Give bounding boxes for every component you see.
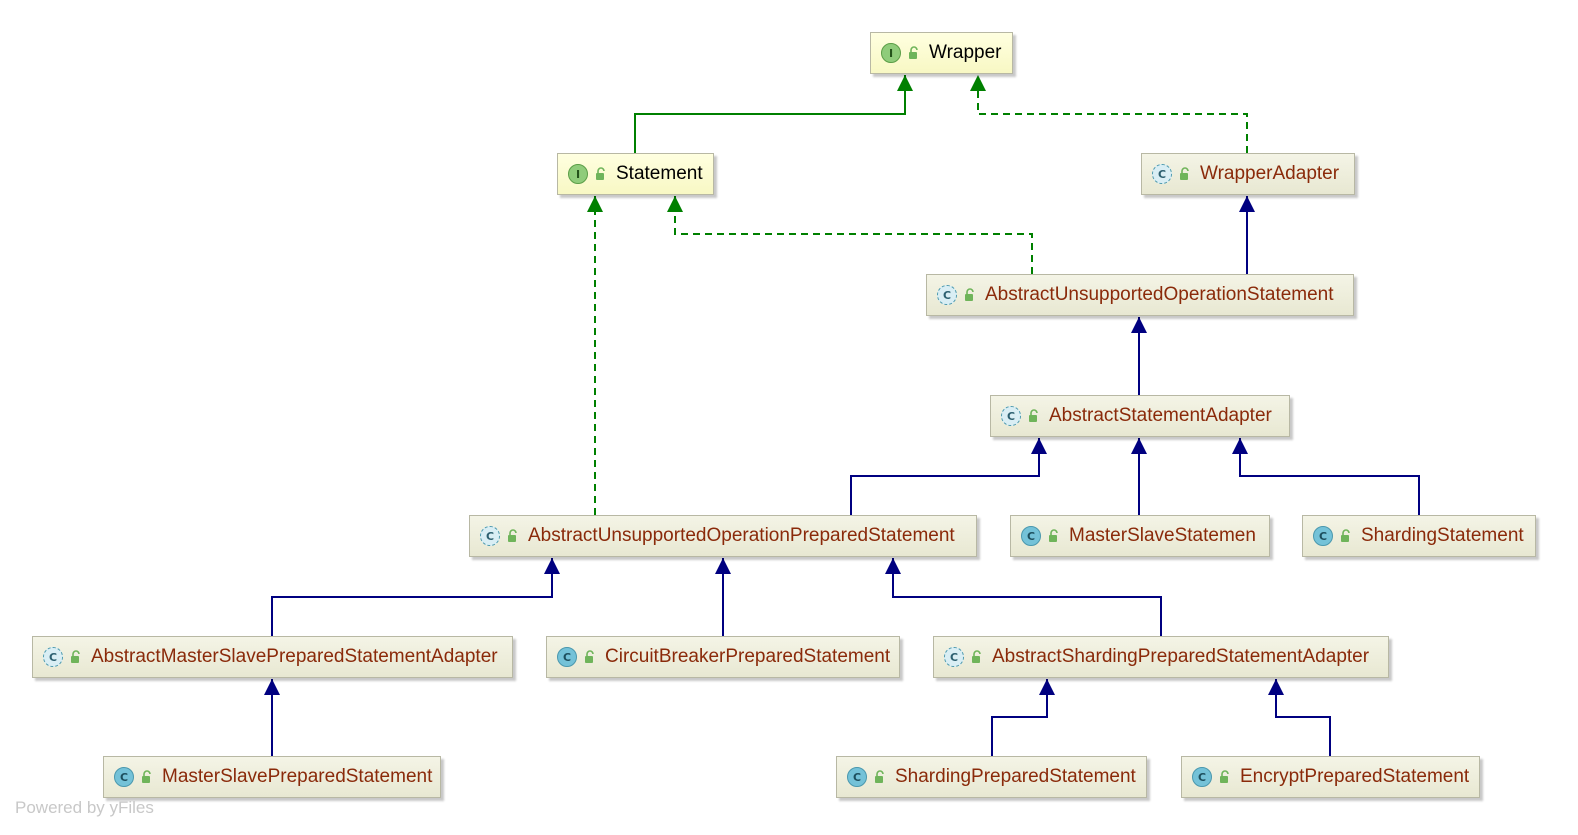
node-sharding-statement[interactable]: C ShardingStatement bbox=[1302, 515, 1536, 557]
watermark: Powered by yFiles bbox=[15, 798, 154, 817]
abstract-class-icon: C bbox=[43, 647, 63, 667]
public-access-icon bbox=[970, 650, 984, 664]
node-master-slave-prepared-statement[interactable]: C MasterSlavePreparedStatement bbox=[103, 756, 441, 798]
class-icon: C bbox=[1313, 526, 1333, 546]
class-icon: C bbox=[847, 767, 867, 787]
node-label: MasterSlavePreparedStatement bbox=[162, 766, 433, 787]
public-access-icon bbox=[1027, 409, 1041, 423]
class-icon: C bbox=[114, 767, 134, 787]
node-label: WrapperAdapter bbox=[1200, 163, 1340, 184]
edge-abstract-master-slave-prepared-statement-adapter-to-abstract-unsupported-operation-prepared-statement bbox=[271, 558, 560, 636]
node-abstract-master-slave-prepared-statement-adapter[interactable]: C AbstractMasterSlavePreparedStatementAda… bbox=[32, 636, 513, 678]
node-label: Wrapper bbox=[929, 42, 1002, 63]
public-access-icon bbox=[594, 167, 608, 181]
abstract-class-icon: C bbox=[944, 647, 964, 667]
node-master-slave-statement[interactable]: C MasterSlaveStatemen bbox=[1010, 515, 1270, 557]
node-sharding-prepared-statement[interactable]: C ShardingPreparedStatement bbox=[836, 756, 1147, 798]
public-access-icon bbox=[1218, 770, 1232, 784]
public-access-icon bbox=[1178, 167, 1192, 181]
class-icon: C bbox=[557, 647, 577, 667]
abstract-class-icon: C bbox=[937, 285, 957, 305]
edge-abstract-sharding-prepared-statement-adapter-to-abstract-unsupported-operation-prepared-statement bbox=[885, 558, 1162, 636]
edge-encrypt-prepared-statement-to-abstract-sharding-prepared-statement-adapter bbox=[1268, 679, 1331, 756]
edge-abstract-unsupported-operation-prepared-statement-to-abstract-statement-adapter bbox=[850, 438, 1047, 515]
node-label: EncryptPreparedStatement bbox=[1240, 766, 1470, 787]
node-wrapper[interactable]: I Wrapper bbox=[870, 32, 1013, 74]
node-abstract-unsupported-operation-statement[interactable]: C AbstractUnsupportedOperationStatement bbox=[926, 274, 1354, 316]
public-access-icon bbox=[1339, 529, 1353, 543]
node-label: ShardingPreparedStatement bbox=[895, 766, 1136, 787]
node-statement[interactable]: I Statement bbox=[557, 153, 714, 195]
edge-wrapper-adapter-to-wrapper bbox=[970, 75, 1248, 153]
node-label: Statement bbox=[616, 163, 703, 184]
public-access-icon bbox=[69, 650, 83, 664]
public-access-icon bbox=[583, 650, 597, 664]
node-label: MasterSlaveStatemen bbox=[1069, 525, 1256, 546]
node-abstract-statement-adapter[interactable]: C AbstractStatementAdapter bbox=[990, 395, 1290, 437]
interface-icon: I bbox=[568, 164, 588, 184]
edge-sharding-statement-to-abstract-statement-adapter bbox=[1232, 438, 1420, 515]
node-wrapper-adapter[interactable]: C WrapperAdapter bbox=[1141, 153, 1355, 195]
node-label: ShardingStatement bbox=[1361, 525, 1524, 546]
public-access-icon bbox=[873, 770, 887, 784]
public-access-icon bbox=[506, 529, 520, 543]
edge-statement-to-wrapper bbox=[634, 75, 913, 153]
node-circuit-breaker-prepared-statement[interactable]: C CircuitBreakerPreparedStatement bbox=[546, 636, 900, 678]
public-access-icon bbox=[907, 46, 921, 60]
node-label: AbstractUnsupportedOperationPreparedStat… bbox=[528, 525, 955, 546]
public-access-icon bbox=[963, 288, 977, 302]
public-access-icon bbox=[1047, 529, 1061, 543]
abstract-class-icon: C bbox=[1152, 164, 1172, 184]
public-access-icon bbox=[140, 770, 154, 784]
node-abstract-unsupported-operation-prepared-statement[interactable]: C AbstractUnsupportedOperationPreparedSta… bbox=[469, 515, 977, 557]
edge-sharding-prepared-statement-to-abstract-sharding-prepared-statement-adapter bbox=[991, 679, 1055, 756]
node-abstract-sharding-prepared-statement-adapter[interactable]: C AbstractShardingPreparedStatementAdapte… bbox=[933, 636, 1389, 678]
node-label: AbstractShardingPreparedStatementAdapter bbox=[992, 646, 1370, 667]
class-icon: C bbox=[1192, 767, 1212, 787]
node-label: CircuitBreakerPreparedStatement bbox=[605, 646, 891, 667]
abstract-class-icon: C bbox=[1001, 406, 1021, 426]
edge-abstract-unsupported-operation-statement-to-statement bbox=[667, 196, 1033, 274]
node-label: AbstractUnsupportedOperationStatement bbox=[985, 284, 1334, 305]
node-label: AbstractStatementAdapter bbox=[1049, 405, 1272, 426]
node-encrypt-prepared-statement[interactable]: C EncryptPreparedStatement bbox=[1181, 756, 1480, 798]
interface-icon: I bbox=[881, 43, 901, 63]
node-label: AbstractMasterSlavePreparedStatementAdap… bbox=[91, 646, 498, 667]
abstract-class-icon: C bbox=[480, 526, 500, 546]
class-icon: C bbox=[1021, 526, 1041, 546]
